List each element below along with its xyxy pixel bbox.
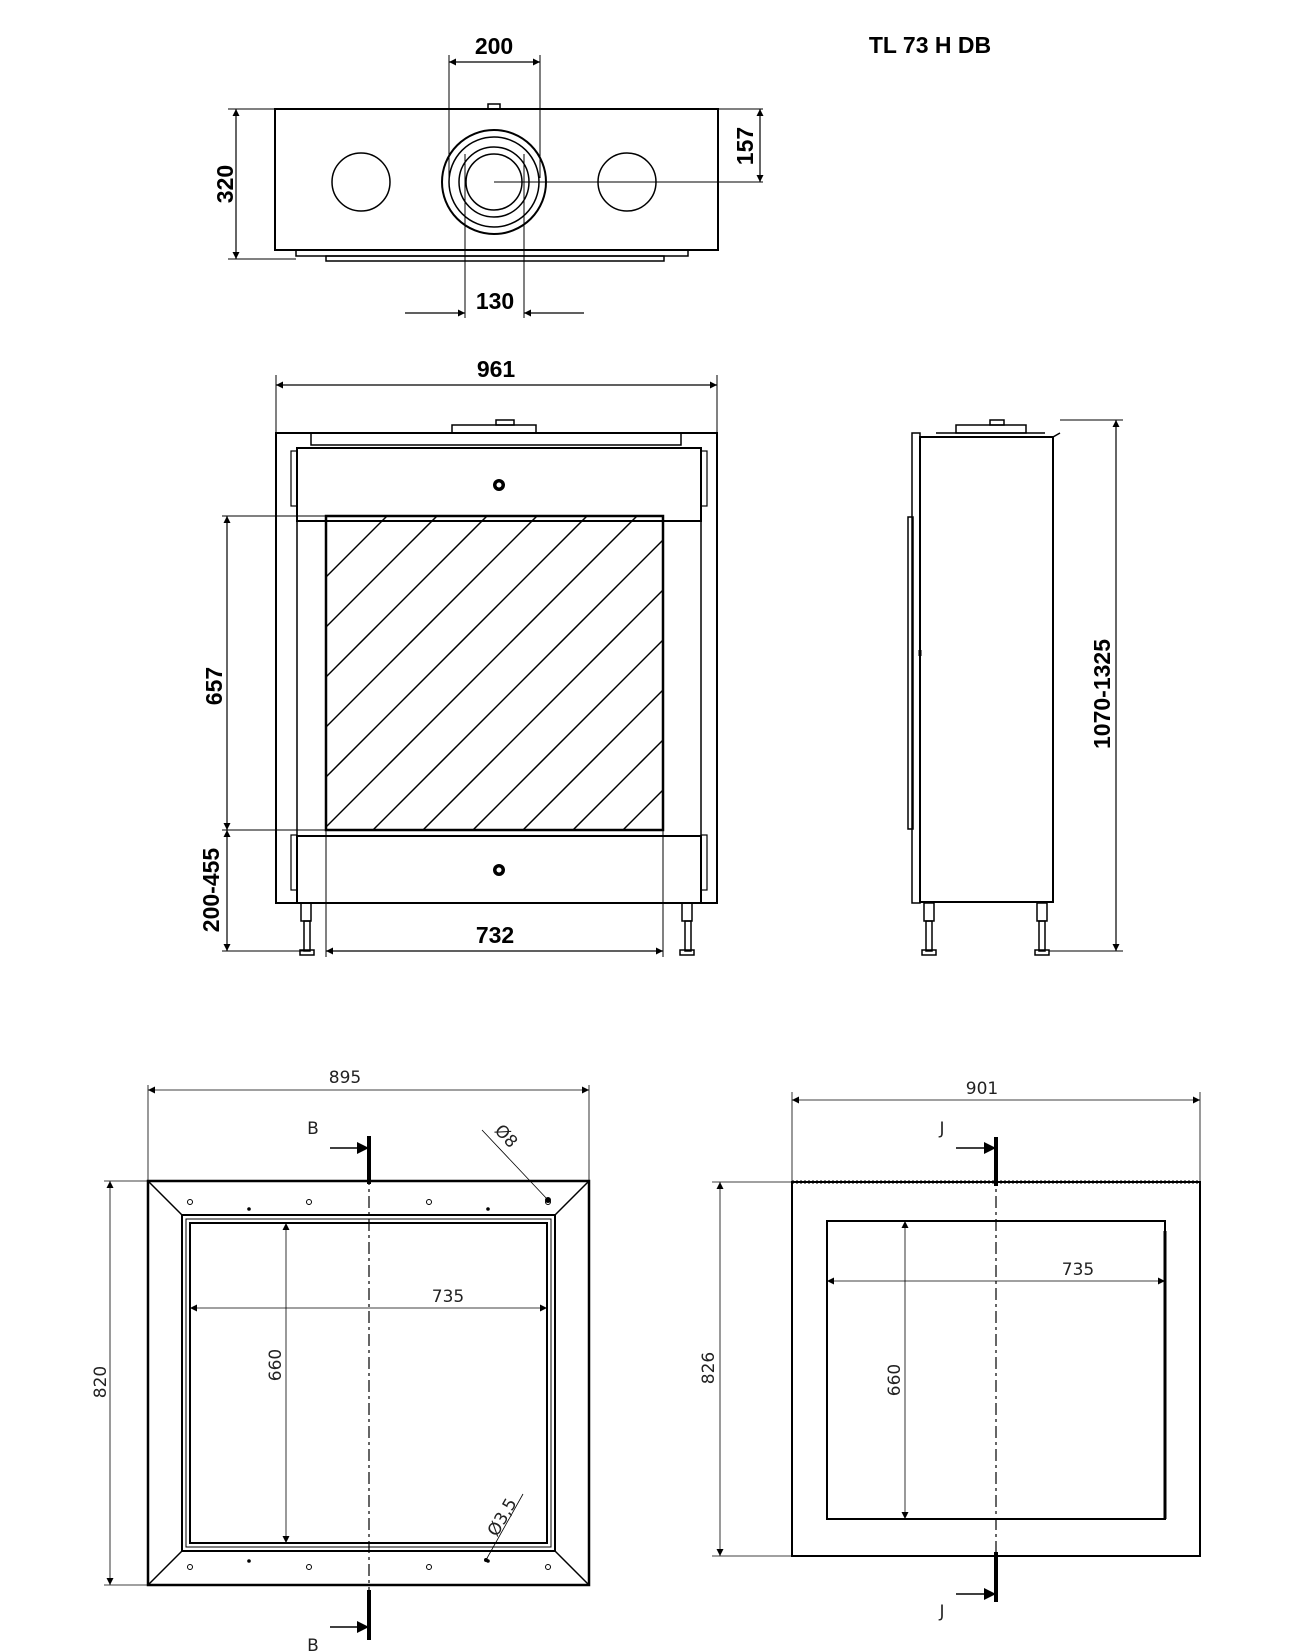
side-body [919,436,1054,903]
side-view: 1070-1325 [907,419,1123,956]
top-view: 200 320 157 130 [212,33,764,318]
front-outer-frame [275,432,718,904]
top-width-dim: 200 [475,33,513,59]
frame-j-inner-height-dim: 660 [885,1364,905,1396]
section-b-label-bottom: B [307,1636,319,1652]
frame-b-inner-height-dim: 660 [266,1349,286,1381]
glass-panel [324,514,665,832]
section-j-label-top: J [938,1119,944,1139]
hole-small-label: Ø3,5 [484,1495,522,1540]
front-glass-width-dim: 732 [476,922,514,948]
section-j-label-bottom: J [938,1602,944,1622]
frame-b-width-dim: 895 [329,1068,361,1088]
frame-j-height-dim: 826 [699,1352,719,1384]
section-b-label-top: B [307,1119,319,1139]
front-view: 961 657 200-455 732 [198,356,718,957]
frame-j-width-dim: 901 [966,1079,998,1099]
front-width-dim: 961 [477,356,516,382]
frame-j-inner-width-dim: 735 [1062,1260,1094,1280]
side-height-dim: 1070-1325 [1089,639,1115,749]
front-glass-height-dim: 657 [201,667,227,705]
top-flue-dim: 130 [476,288,514,314]
top-offset-dim: 157 [732,127,758,165]
front-base-height-dim: 200-455 [198,848,224,933]
frame-b-inner-width-dim: 735 [432,1287,464,1307]
frame-b-view: B B 895 820 735 660 Ø8 Ø3,5 [91,1068,591,1652]
frame-j-view: J J 901 826 735 660 [699,1079,1201,1622]
frame-b-height-dim: 820 [91,1366,111,1398]
left-port-circle [331,152,391,212]
hole-large-label: Ø8 [490,1121,521,1152]
model-title: TL 73 H DB [869,32,991,58]
top-height-dim: 320 [212,165,238,203]
